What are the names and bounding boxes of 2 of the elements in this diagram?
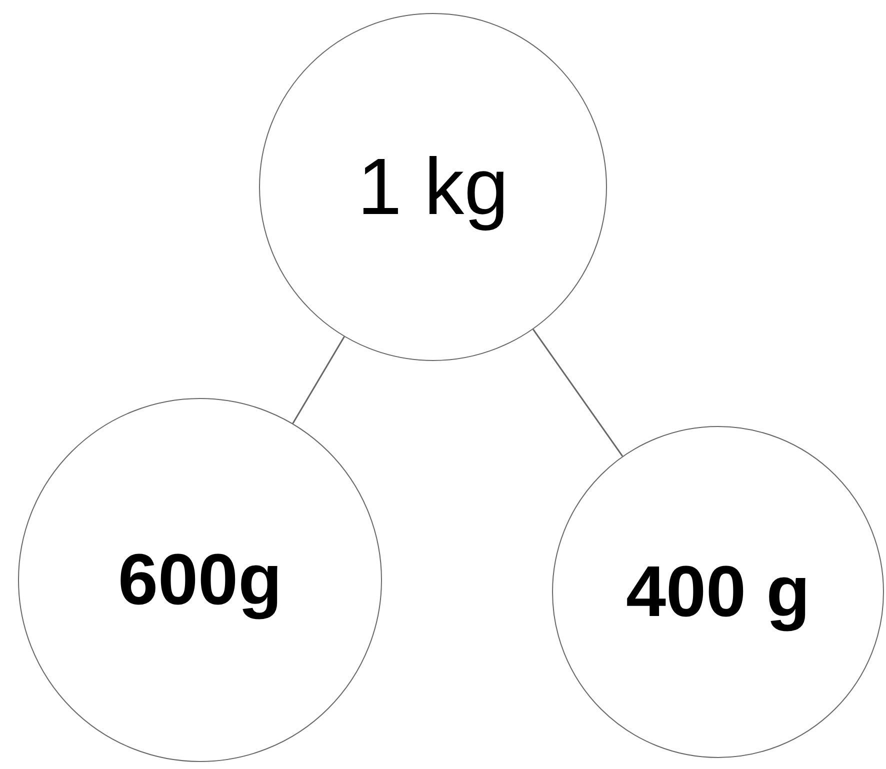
connector-line — [532, 328, 624, 457]
connector-line — [292, 336, 345, 424]
